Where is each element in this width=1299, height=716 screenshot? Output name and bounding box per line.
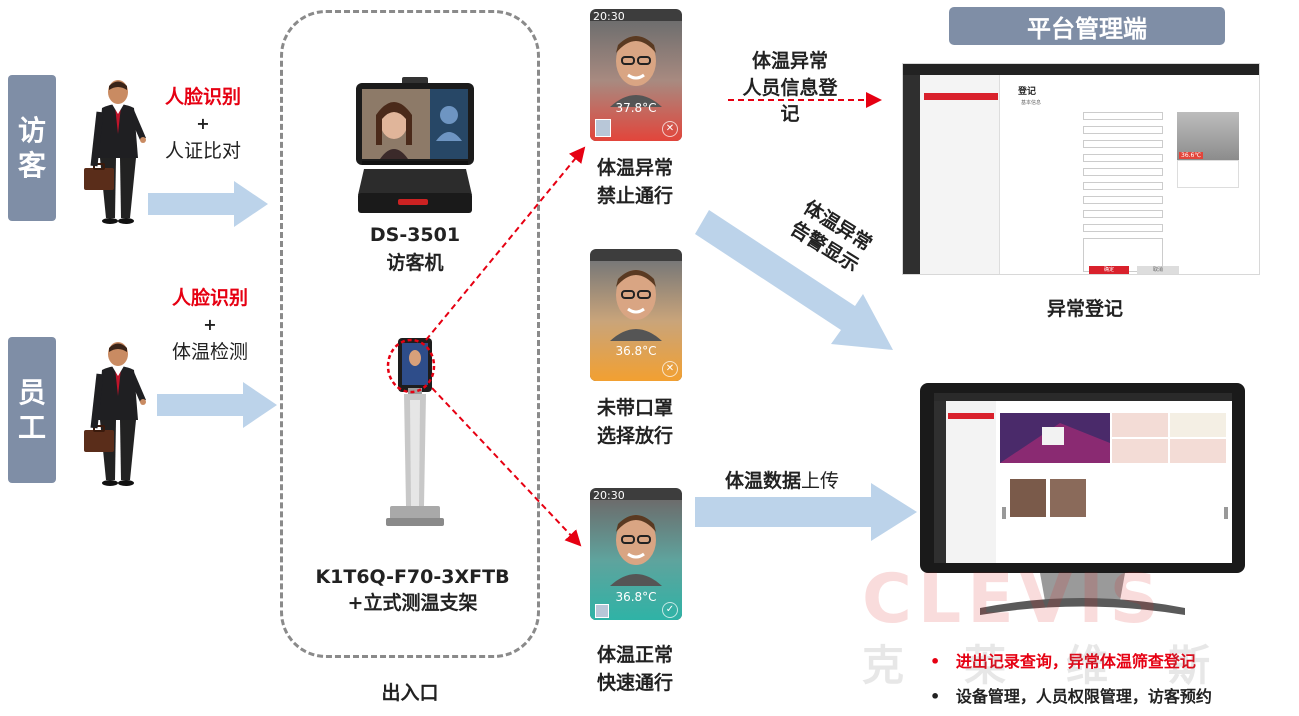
- visitor-machine-name: 访客机: [386, 251, 444, 274]
- register-screen: 登记 基本信息 36.6℃ 确定 取消: [902, 63, 1260, 275]
- dashed-arrow-to-abnormal: [425, 146, 586, 341]
- visitor-machine-model: DS-3501: [369, 224, 461, 246]
- entrance-label: 出入口: [381, 682, 439, 704]
- no-mask-caption: 未带口罩 选择放行: [570, 395, 700, 450]
- phone-abnormal-temp-value: 37.8°C: [615, 101, 657, 115]
- employee-plus: +: [203, 315, 217, 334]
- phone-normal-check-icon: ✓: [662, 602, 678, 618]
- visitor-label-char-2: 客: [17, 149, 46, 182]
- phone-normal-time: 20:30: [593, 489, 625, 502]
- register-form-subtitle: 基本信息: [1021, 100, 1042, 106]
- face-icon: [610, 515, 662, 586]
- register-form-fields: [1083, 112, 1163, 272]
- no-mask-caption-line2: 选择放行: [596, 424, 673, 447]
- normal-caption-line1: 体温正常: [596, 644, 673, 666]
- employee-face-recognition: 人脸识别: [171, 287, 248, 309]
- visitor-machine-caption: DS-3501 访客机: [350, 222, 480, 277]
- upload-arrow: [695, 483, 917, 541]
- terminal-caption: K1T6Q-F70-3XFTB +立式测温支架: [300, 565, 525, 616]
- face-icon: [610, 270, 662, 341]
- register-form-title: 登记: [1018, 87, 1037, 97]
- bullet-records: • 进出记录查询，异常体温筛查登记: [930, 648, 1196, 672]
- visitor-face-recognition: 人脸识别: [164, 86, 241, 108]
- visitor-arrow: [148, 181, 268, 227]
- register-snapshot: 36.6℃: [1177, 112, 1239, 160]
- register-submit-button[interactable]: 确定: [1089, 266, 1129, 274]
- employee-label-char-2: 工: [17, 411, 46, 444]
- register-screen-caption: 异常登记: [1046, 298, 1123, 320]
- employee-label-char-1: 员: [17, 376, 46, 409]
- bullet-dot-icon: •: [930, 652, 941, 671]
- register-arrow-label: 体温异常 人员信息登 记: [722, 48, 858, 128]
- register-snapshot-temp: 36.6℃: [1179, 152, 1204, 159]
- register-snapshot-info: [1177, 160, 1239, 188]
- upload-label-rest: 上传: [801, 470, 840, 492]
- register-label-line1: 体温异常: [751, 50, 828, 72]
- monitor-image: [920, 383, 1245, 615]
- terminal-model: K1T6Q-F70-3XFTB: [315, 566, 510, 588]
- visitor-flow-text: 人脸识别 + 人证比对: [148, 82, 258, 163]
- phone-abnormal-close-icon: ✕: [662, 121, 678, 137]
- bullet-dot-icon: •: [930, 687, 941, 706]
- register-tree-selected: [924, 93, 998, 100]
- watermark-cjk: 克莱维斯: [862, 641, 1271, 690]
- phone-abnormal-avatar: [595, 119, 611, 137]
- register-sidebar: [903, 75, 920, 274]
- register-topbar: [903, 64, 1259, 75]
- phone-no-mask-close-icon: ✕: [662, 361, 678, 377]
- businessman-icon-employee: [84, 342, 146, 486]
- phone-normal-avatar: [595, 604, 609, 618]
- no-mask-caption-line1: 未带口罩: [596, 397, 673, 419]
- businessman-icon-visitor: [84, 80, 146, 224]
- employee-flow-text: 人脸识别 + 体温检测: [155, 283, 265, 364]
- alarm-diagonal-arrow: [695, 210, 893, 350]
- entrance-zone: [280, 10, 540, 658]
- normal-caption: 体温正常 快速通行: [570, 642, 700, 697]
- phone-abnormal-temp: 20:30 37.8°C ✕: [590, 9, 682, 141]
- visitor-label: 访 客: [8, 75, 56, 221]
- phone-abnormal-time: 20:30: [593, 10, 625, 23]
- abnormal-caption: 体温异常 禁止通行: [570, 155, 700, 210]
- visitor-id-compare: 人证比对: [164, 140, 241, 162]
- terminal-highlight-circle: [386, 338, 436, 394]
- temperature-terminal-image: [386, 338, 444, 526]
- normal-caption-line2: 快速通行: [596, 671, 673, 694]
- bullet-records-text: 进出记录查询，异常体温筛查登记: [955, 652, 1196, 671]
- register-cancel-button[interactable]: 取消: [1137, 266, 1179, 274]
- visitor-label-char-1: 访: [17, 114, 46, 147]
- dashed-arrow-to-normal: [431, 387, 582, 547]
- register-tree-panel: [920, 75, 1000, 274]
- terminal-stand: +立式测温支架: [347, 591, 478, 614]
- upload-label: 体温数据上传: [725, 468, 865, 496]
- phone-normal-temp: 20:30 36.8°C ✓: [590, 488, 682, 620]
- employee-arrow: [157, 382, 277, 428]
- visitor-machine-image: [356, 77, 474, 213]
- employee-label: 员 工: [8, 337, 56, 483]
- watermark-latin: CLEVIS: [862, 560, 1165, 639]
- face-icon: [610, 36, 662, 107]
- phone-normal-temp-value: 36.8°C: [615, 590, 657, 604]
- phone-no-mask-temp-value: 36.8°C: [615, 344, 657, 358]
- register-label-line3: 记: [780, 103, 800, 126]
- platform-title: 平台管理端: [949, 7, 1225, 45]
- bullet-management: • 设备管理，人员权限管理，访客预约: [930, 683, 1212, 707]
- register-label-line2: 人员信息登: [742, 76, 838, 99]
- employee-temp-check: 体温检测: [171, 341, 248, 363]
- upload-label-bold: 体温数据: [725, 470, 802, 492]
- bullet-management-text: 设备管理，人员权限管理，访客预约: [955, 687, 1212, 706]
- abnormal-caption-line2: 禁止通行: [596, 184, 673, 207]
- abnormal-caption-line1: 体温异常: [596, 157, 673, 179]
- phone-no-mask: 36.8°C ✕: [590, 249, 682, 381]
- visitor-plus: +: [196, 114, 210, 133]
